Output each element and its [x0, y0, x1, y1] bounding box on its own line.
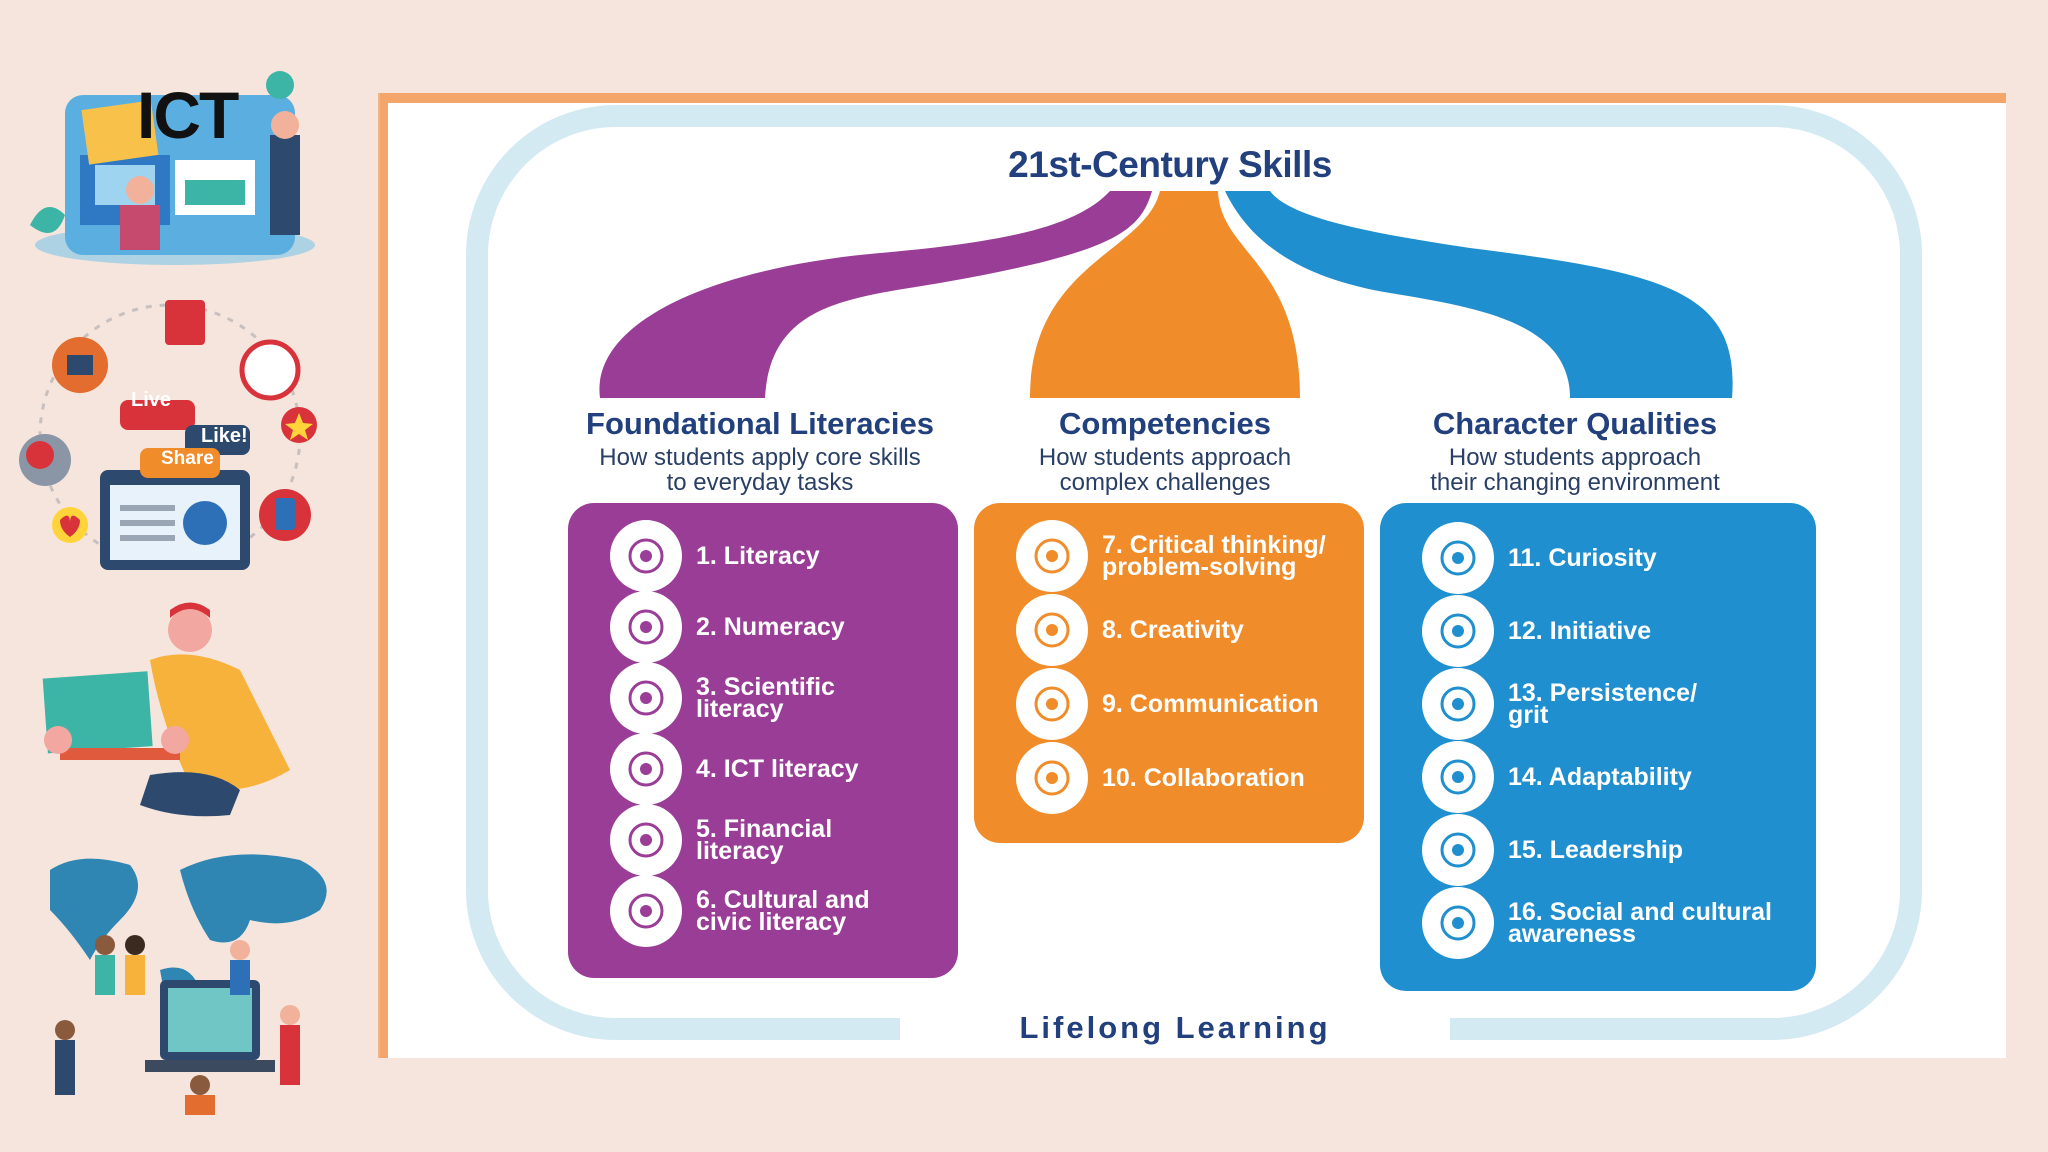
- skill-item-label: 1. Literacy: [696, 542, 820, 570]
- column-subtitle: How students approach complex challenges: [1038, 444, 1292, 496]
- ict-illustration: ICT: [25, 45, 325, 275]
- hand-pointer-icon: [1422, 595, 1494, 667]
- social-media-illustration: Live Like! Share: [15, 285, 325, 585]
- flask-icon: [610, 662, 682, 734]
- live-badge: Live: [131, 389, 172, 411]
- diagram-footer: Lifelong Learning: [900, 1010, 1450, 1046]
- column-heading: Competencies: [1059, 406, 1271, 441]
- skill-item-label: 6. Cultural and civic literacy: [696, 886, 870, 936]
- skill-branches: [599, 191, 1733, 398]
- skill-item-label: 5. Financial literacy: [696, 815, 833, 865]
- org-chart-icon: [1422, 814, 1494, 886]
- crowd-icon: [1422, 887, 1494, 959]
- laptop-icon: [610, 733, 682, 805]
- abc-letters-icon: [610, 520, 682, 592]
- speech-bubbles-icon: [1016, 668, 1088, 740]
- skill-item-label: 7. Critical thinking/ problem-solving: [1102, 531, 1326, 581]
- fist-icon: [1422, 668, 1494, 740]
- skill-item-label: 13. Persistence/ grit: [1508, 679, 1698, 729]
- share-badge: Share: [161, 448, 214, 469]
- numbers-icon: [610, 591, 682, 663]
- pencils-icon: [1016, 594, 1088, 666]
- skill-item-label: 9. Communication: [1102, 690, 1319, 718]
- skill-item-label: 2. Numeracy: [696, 613, 845, 641]
- skill-item-label: 8. Creativity: [1102, 616, 1244, 644]
- column-heading: Foundational Literacies: [586, 406, 934, 441]
- column-subtitle: How students approach their changing env…: [1430, 444, 1720, 496]
- people-group-icon: [1016, 742, 1088, 814]
- coins-icon: [610, 804, 682, 876]
- column-heading: Character Qualities: [1432, 406, 1718, 441]
- column-pillar-icon: [610, 875, 682, 947]
- skill-item-label: 4. ICT literacy: [696, 755, 859, 783]
- skill-item-label: 12. Initiative: [1508, 617, 1652, 645]
- skill-item-label: 15. Leadership: [1508, 836, 1684, 864]
- skill-item-label: 14. Adaptability: [1508, 763, 1692, 791]
- student-laptop-illustration: [40, 600, 300, 820]
- column-subtitle: How students apply core skills to everyd…: [599, 444, 921, 496]
- world-people-illustration: [40, 850, 340, 1120]
- skill-item-label: 10. Collaboration: [1102, 764, 1305, 792]
- like-badge: Like!: [201, 425, 248, 447]
- ict-logo-text: ICT: [137, 78, 239, 152]
- diagram-title: 21st-Century Skills: [1008, 144, 1332, 185]
- lightbulb-icon: [1422, 522, 1494, 594]
- skill-item-label: 16. Social and cultural awareness: [1508, 898, 1772, 948]
- brain-gears-icon: [1016, 520, 1088, 592]
- skill-item-label: 3. Scientific literacy: [696, 673, 835, 723]
- skill-item-label: 11. Curiosity: [1508, 544, 1657, 572]
- gears-icon: [1422, 741, 1494, 813]
